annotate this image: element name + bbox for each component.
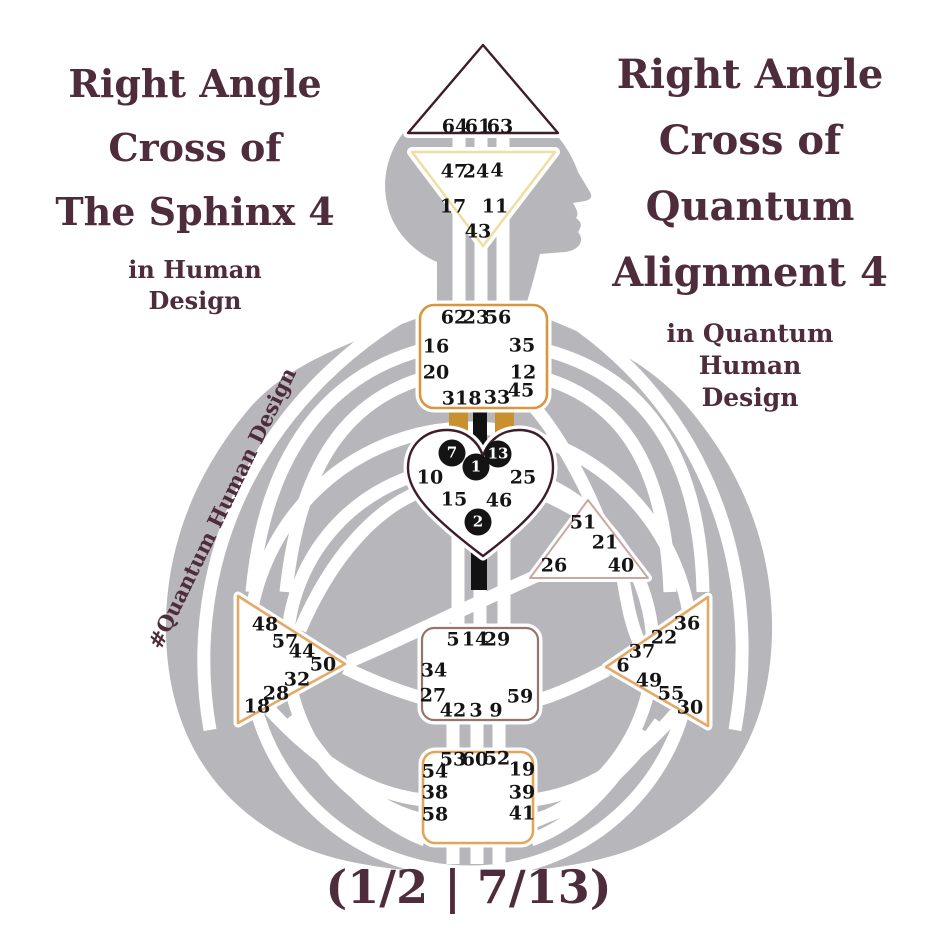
gate-35: 35 (508, 334, 536, 357)
right-subtitle-line: Design (701, 383, 799, 412)
gate-19: 19 (508, 758, 536, 781)
left-cross-title: Right Angle Cross of The Sphinx 4 in Hum… (10, 52, 380, 316)
gate-26: 26 (540, 554, 568, 577)
gate-4: 4 (490, 159, 504, 182)
gate-40: 40 (607, 554, 635, 577)
gate-62: 62 (440, 306, 468, 329)
gate-6: 6 (616, 654, 630, 677)
gate-15: 15 (440, 488, 468, 511)
gate-63: 63 (486, 115, 514, 138)
gate-13: 13 (484, 440, 512, 468)
sacral-center-shape (420, 626, 540, 722)
gate-49: 49 (635, 669, 663, 692)
left-title-line: Right Angle (68, 61, 322, 106)
gate-23: 23 (462, 306, 490, 329)
gate-64: 64 (441, 115, 469, 138)
gate-59: 59 (506, 685, 534, 708)
gate-53: 53 (439, 748, 467, 771)
gate-30: 30 (676, 696, 704, 719)
gate-11: 11 (481, 195, 509, 218)
gate-10: 10 (416, 466, 444, 489)
spleen-center-shape (236, 594, 347, 725)
right-cross-title: Right Angle Cross of Quantum Alignment 4… (568, 42, 932, 414)
gate-33: 33 (483, 386, 511, 409)
right-subtitle-line: Human (698, 351, 802, 380)
right-title-line: Cross of (658, 117, 842, 164)
gate-46: 46 (485, 489, 513, 512)
solar-plexus-center-shape (604, 595, 710, 728)
gate-36: 36 (673, 612, 701, 635)
root-center-shape (421, 750, 535, 845)
gate-8: 8 (468, 387, 482, 410)
gate-31: 31 (441, 387, 469, 410)
gate-7: 7 (438, 439, 466, 467)
gate-55: 55 (657, 682, 685, 705)
gate-47: 47 (440, 160, 468, 183)
left-subtitle-line: in Human (128, 255, 262, 284)
head-center-shape (406, 43, 560, 135)
gate-20: 20 (422, 361, 450, 384)
gate-9: 9 (489, 699, 503, 722)
right-title-subtitle: in Quantum Human Design (568, 318, 932, 414)
gate-18: 18 (243, 695, 271, 718)
gate-60: 60 (461, 748, 489, 771)
right-title-line: Quantum (645, 183, 855, 230)
gate-61: 61 (464, 115, 492, 138)
gate-50: 50 (309, 653, 337, 676)
gate-2: 2 (464, 508, 492, 536)
gate-43: 43 (464, 220, 492, 243)
right-title-line: Alignment 4 (612, 249, 888, 296)
gate-58: 58 (421, 803, 449, 826)
gate-37: 37 (628, 640, 656, 663)
gate-17: 17 (439, 195, 467, 218)
profile-label: (1/2 | 7/13) (325, 860, 612, 914)
gate-48: 48 (251, 613, 279, 636)
left-title-line: Cross of (108, 125, 282, 170)
throat-center-shape (418, 303, 549, 410)
gate-52: 52 (483, 747, 511, 770)
left-title-subtitle: in Human Design (10, 254, 380, 316)
gate-56: 56 (484, 306, 512, 329)
right-subtitle-line: in Quantum (666, 319, 834, 348)
gate-41: 41 (508, 802, 536, 825)
gate-25: 25 (509, 466, 537, 489)
gate-29: 29 (483, 628, 511, 651)
gate-39: 39 (508, 781, 536, 804)
gate-51: 51 (569, 511, 597, 534)
gate-24: 24 (462, 160, 490, 183)
gate-38: 38 (421, 781, 449, 804)
gate-21: 21 (591, 531, 619, 554)
gate-28: 28 (262, 682, 290, 705)
gate-3: 3 (469, 699, 483, 722)
gate-32: 32 (283, 668, 311, 691)
gate-45: 45 (507, 379, 535, 402)
gate-57: 57 (271, 630, 299, 653)
left-subtitle-line: Design (148, 286, 242, 315)
gate-5: 5 (446, 628, 460, 651)
gate-12: 12 (509, 361, 537, 384)
left-title-line: The Sphinx 4 (55, 189, 335, 234)
gate-54: 54 (421, 760, 449, 783)
gate-27: 27 (419, 684, 447, 707)
centers (233, 40, 713, 848)
right-title-line: Right Angle (616, 51, 884, 98)
ego-center-shape (529, 499, 649, 579)
gate-44: 44 (288, 640, 316, 663)
gate-16: 16 (422, 335, 450, 358)
gate-22: 22 (650, 626, 678, 649)
ajna-center-shape (410, 150, 557, 248)
gate-42: 42 (439, 699, 467, 722)
gate-14: 14 (461, 628, 489, 651)
gate-34: 34 (420, 659, 448, 682)
